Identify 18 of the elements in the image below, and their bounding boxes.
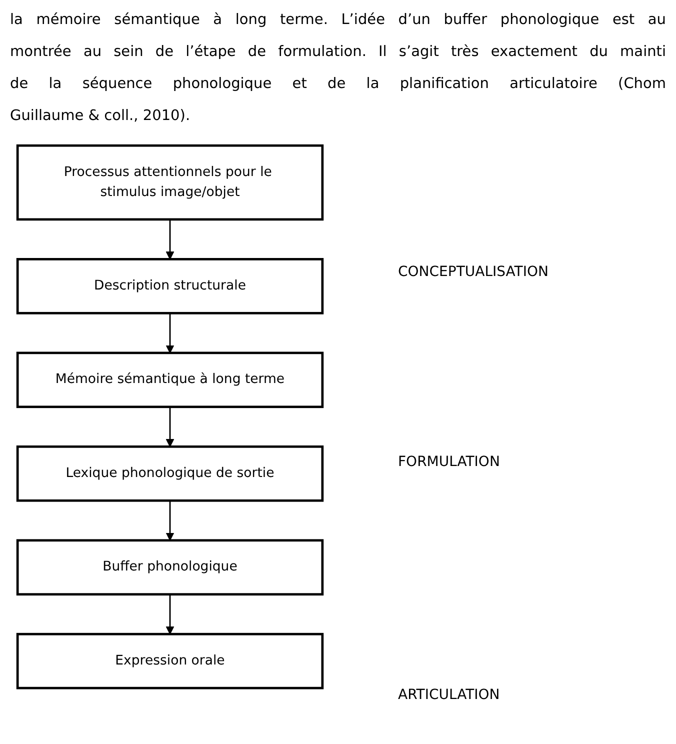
stage-label: CONCEPTUALISATION bbox=[398, 263, 548, 281]
node-box: Buffer phonologique bbox=[16, 539, 324, 596]
arrow bbox=[166, 594, 174, 634]
node-box: Expression orale bbox=[16, 632, 324, 690]
node-box: Mémoire sémantique à long terme bbox=[16, 352, 324, 408]
arrow bbox=[166, 500, 174, 541]
arrow bbox=[166, 219, 174, 260]
node-box: Description structurale bbox=[16, 258, 324, 314]
node-box: Processus attentionnels pour le stimulus image/objet bbox=[16, 144, 324, 221]
stage-label: FORMULATION bbox=[398, 453, 500, 471]
body-text-line: de la séquence phonologique et de la planification articulatoire (Chom bbox=[10, 75, 666, 94]
arrow bbox=[166, 406, 174, 448]
arrow bbox=[166, 313, 174, 354]
body-text-line: la mémoire sémantique à long terme. L’idée d’un buffer phonologique est au bbox=[10, 11, 666, 30]
stage-label: ARTICULATION bbox=[398, 686, 500, 704]
body-text-line: Guillaume & coll., 2010). bbox=[10, 107, 192, 126]
body-text-line: montrée au sein de l’étape de formulation. Il s’agit très exactement du mainti bbox=[10, 43, 666, 62]
node-box: Lexique phonologique de sortie bbox=[16, 445, 324, 502]
